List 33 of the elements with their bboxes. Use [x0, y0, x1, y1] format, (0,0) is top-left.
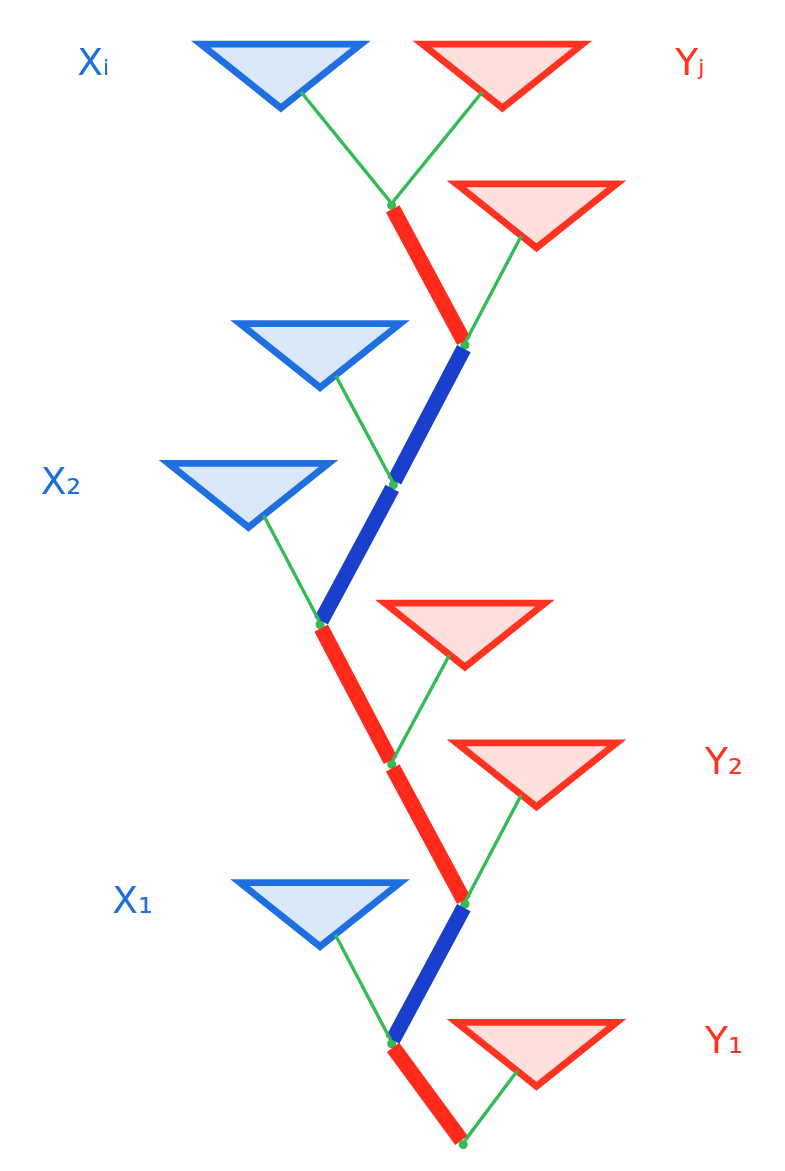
connector [262, 514, 321, 622]
node-point [460, 899, 470, 909]
node-label: Y₂ [705, 738, 743, 783]
connector [385, 904, 471, 1044]
connector [334, 374, 394, 482]
connector [464, 794, 523, 902]
node-triangle [230, 320, 410, 392]
node-point [458, 1139, 468, 1150]
node-triangle [375, 599, 555, 672]
connector [299, 90, 392, 203]
node-label: X₂ [40, 459, 82, 504]
connector [391, 90, 484, 203]
node-point [315, 619, 325, 629]
connector [386, 1042, 468, 1145]
connector [386, 764, 471, 904]
connector [391, 654, 451, 762]
node-point [388, 480, 398, 490]
connector [386, 205, 471, 345]
connector [314, 484, 399, 625]
node-triangle [446, 180, 627, 253]
connector [333, 933, 393, 1041]
connector [387, 345, 471, 485]
node-point [387, 200, 397, 210]
node-label: Y₁ [705, 1018, 743, 1063]
node-label: Xᵢ [77, 39, 110, 84]
node-label: X₁ [112, 878, 153, 923]
connector [464, 235, 523, 343]
node-point [387, 1039, 397, 1049]
node-label: Yⱼ [675, 39, 705, 84]
connector [314, 624, 398, 765]
node-point [460, 340, 470, 350]
node-point [387, 759, 397, 769]
connector [463, 1070, 519, 1142]
